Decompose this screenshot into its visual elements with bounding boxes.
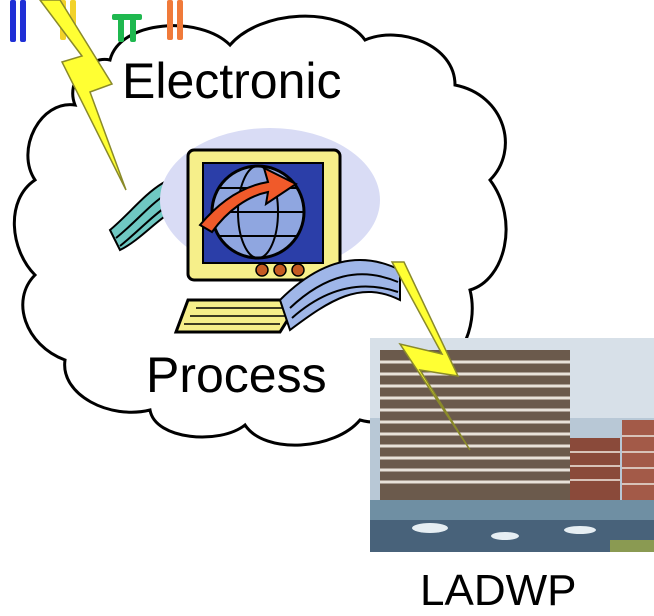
lightning-bolt-icon bbox=[390, 261, 471, 451]
ladwp-building-photo bbox=[370, 338, 654, 552]
process-label: Process bbox=[146, 347, 327, 403]
lightning-bolt-icon bbox=[39, 0, 127, 191]
computer-globe-clipart bbox=[108, 128, 401, 334]
transmission-towers-icon bbox=[10, 0, 183, 42]
electronic-label: Electronic bbox=[122, 53, 342, 109]
ladwp-label: LADWP bbox=[420, 566, 577, 615]
